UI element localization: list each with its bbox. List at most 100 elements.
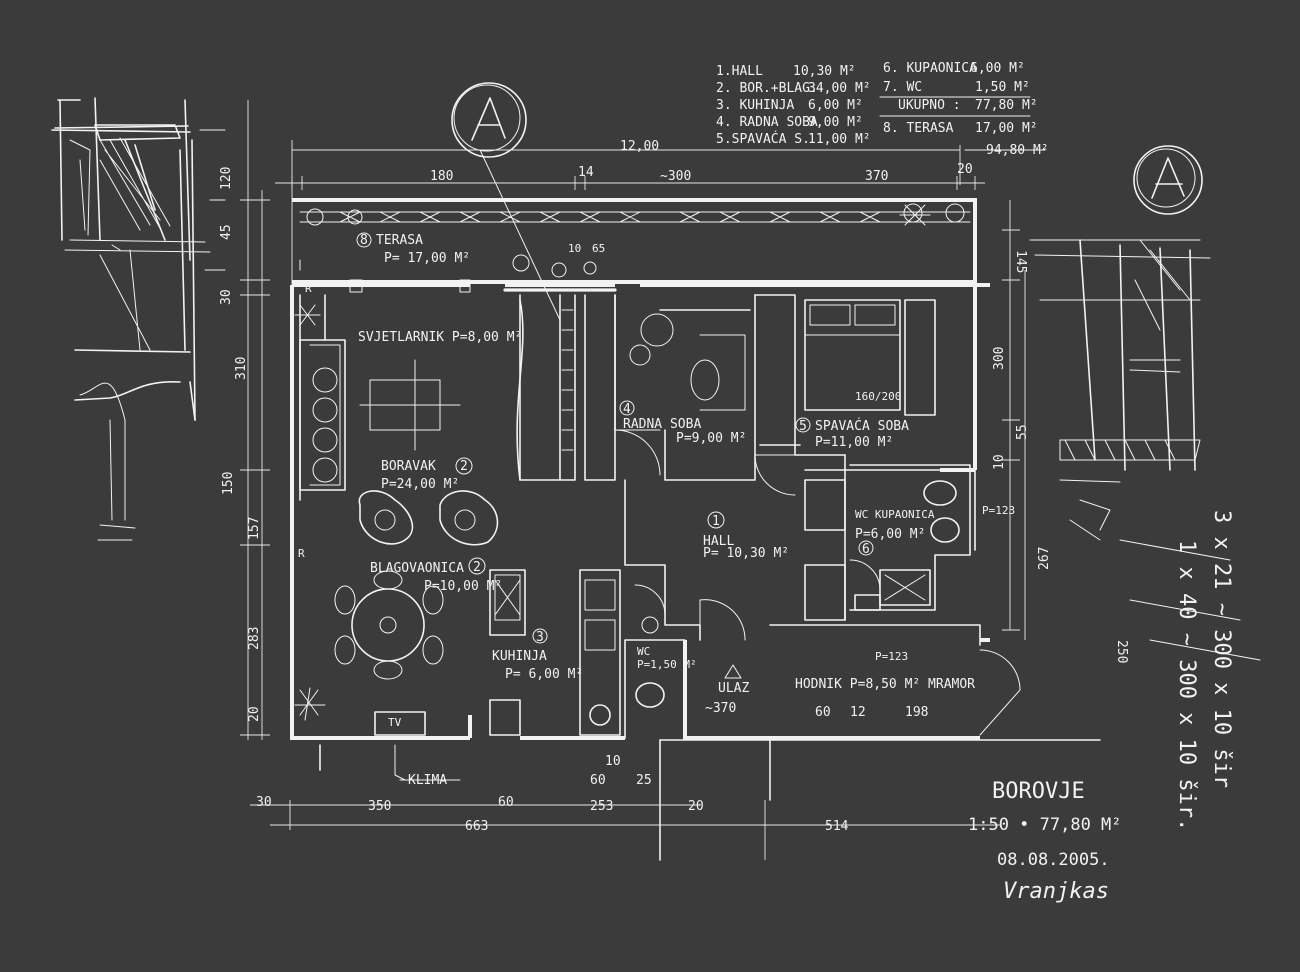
legend-left-column: 1.HALL 10,30 M² 2. BOR.+BLAG. 34,00 M² 3… (716, 64, 871, 147)
bottom-dimensions: KLIMA 350 60 10 60 25 253 20 663 514 30 (250, 744, 1000, 860)
svg-text:3 x 21 ~ 300 x 10 šir: 3 x 21 ~ 300 x 10 šir (1209, 510, 1234, 788)
svg-text:10: 10 (568, 242, 581, 255)
legend-row-label: 5.SPAVAĆA S. (716, 131, 810, 147)
wc-name: WC (637, 645, 650, 658)
svg-text:60: 60 (590, 773, 606, 788)
kupaonica-area: P=6,00 M² (855, 527, 925, 542)
svg-text:350: 350 (368, 799, 391, 814)
spavaca-area: P=11,00 M² (815, 435, 893, 450)
p123-label: P=123 (875, 650, 908, 663)
svg-text:55: 55 (1015, 424, 1030, 440)
svjetlarnik-label: SVJETLARNIK P=8,00 M² (358, 330, 522, 345)
signature: Vranjkas (1003, 879, 1109, 904)
title-block: BOROVJE 1:50 • 77,80 M² 08.08.2005. Vran… (968, 779, 1122, 904)
hall-area: P= 10,30 M² (703, 546, 789, 561)
legend-row-area: 10,30 M² (793, 64, 856, 79)
svg-text:514: 514 (825, 819, 849, 834)
floor-plan-walls (290, 283, 1101, 861)
entrance-arrow-icon (724, 664, 742, 679)
svg-text:45: 45 (219, 224, 234, 240)
svg-text:150: 150 (221, 472, 236, 495)
legend-row-label: UKUPNO : (898, 98, 961, 113)
p123-label: P=123 (982, 504, 1015, 517)
boravak-area: P=24,00 M² (381, 477, 459, 492)
legend-row-area: 6,00 M² (808, 98, 863, 113)
legend-row-label: 4. RADNA SOBA (716, 115, 818, 130)
legend-row-area: 11,00 M² (808, 132, 871, 147)
svg-text:310: 310 (234, 357, 249, 380)
left-section-sketch: 120 45 30 (51, 97, 234, 541)
north-arrow-icon (451, 82, 561, 321)
top-dimensions: 12,00 180 14 ~300 370 20 (275, 139, 985, 300)
project-scale: 1:50 • 77,80 M² (968, 815, 1122, 835)
blagovaonica-area: P=10,00 M² (424, 579, 502, 594)
hall-name: HALL (703, 534, 734, 549)
right-section-sketch (1029, 239, 1261, 661)
bed-icon (804, 299, 901, 411)
svg-text:10: 10 (992, 454, 1007, 470)
blagovaonica-name: BLAGOVAONICA (370, 561, 464, 576)
legend-row-area: 34,00 M² (808, 81, 871, 96)
blagovaonica-num: 2 (473, 560, 481, 575)
svg-text:60: 60 (815, 705, 831, 720)
terasa-num: 8 (360, 233, 368, 248)
furniture: 160/200 (294, 204, 960, 736)
dim-overall-top: 12,00 (620, 139, 659, 154)
spavaca-num: 5 (799, 419, 807, 434)
svg-text:253: 253 (590, 799, 613, 814)
kupaonica-num: 6 (862, 542, 870, 557)
spavaca-name: SPAVAĆA SOBA (815, 418, 909, 434)
r-label: R (305, 282, 312, 295)
side-note: 3 x 21 ~ 300 x 10 šir 1 x 40 ~ 300 x 10 … (1114, 510, 1234, 831)
sofa-icon (299, 339, 346, 491)
project-date: 08.08.2005. (997, 850, 1110, 870)
boravak-name: BORAVAK (381, 459, 436, 474)
svg-text:120: 120 (219, 167, 234, 190)
dim-hodnik: ~370 (705, 701, 736, 716)
project-title: BOROVJE (992, 779, 1085, 804)
r-label: R (298, 547, 305, 560)
svg-text:20: 20 (247, 706, 262, 722)
svg-text:25: 25 (636, 773, 652, 788)
svg-text:10: 10 (605, 754, 621, 769)
area-legend: 1.HALL 10,30 M² 2. BOR.+BLAG. 34,00 M² 3… (716, 61, 1049, 158)
kuhinja-name: KUHINJA (492, 649, 547, 664)
svg-text:198: 198 (905, 705, 928, 720)
legend-row-area: 9,00 M² (808, 115, 863, 130)
svg-text:14: 14 (578, 165, 594, 180)
svg-text:~300: ~300 (660, 169, 691, 184)
room-labels: SVJETLARNIK P=8,00 M² BORAVAK 2 P=24,00 … (298, 282, 1015, 729)
svg-text:157: 157 (247, 517, 262, 540)
legend-row-area: 77,80 M² (975, 98, 1038, 113)
terasa-area: P= 17,00 M² (384, 251, 470, 266)
legend-row-label: 6. KUPAONICA (883, 61, 977, 76)
tv-label: TV (388, 716, 402, 729)
legend-row-label: 8. TERASA (883, 121, 954, 136)
armchair-icon (358, 490, 414, 545)
ulaz-label: ULAZ (718, 681, 749, 696)
radna-area: P=9,00 M² (676, 431, 746, 446)
legend-row-area: 17,00 M² (975, 121, 1038, 136)
legend-row-label: 7. WC (883, 80, 922, 95)
svg-text:1 x 40 ~ 300 x 10 šir.: 1 x 40 ~ 300 x 10 šir. (1174, 540, 1199, 831)
dining-table-icon (334, 570, 444, 680)
hall-num: 1 (712, 514, 720, 529)
legend-right-column: 6. KUPAONICA 6,00 M² 7. WC 1,50 M² UKUPN… (879, 61, 1049, 158)
boravak-num: 2 (460, 459, 468, 474)
north-arrow-icon (1133, 145, 1203, 215)
legend-grand-total: 94,80 M² (986, 143, 1049, 158)
svg-text:180: 180 (430, 169, 453, 184)
radna-name: RADNA SOBA (623, 417, 701, 432)
svg-text:30: 30 (256, 795, 272, 810)
legend-row-area: 6,00 M² (970, 61, 1025, 76)
svg-text:12: 12 (850, 705, 866, 720)
kuhinja-area: P= 6,00 M² (505, 667, 583, 682)
terrace: 8 TERASA P= 17,00 M² 10 65 (292, 198, 977, 293)
hodnik-label: HODNIK P=8,50 M² MRAMOR (795, 677, 975, 692)
svg-text:370: 370 (865, 169, 888, 184)
left-dimensions: 310 150 157 283 20 (221, 100, 270, 740)
legend-row-area: 1,50 M² (975, 80, 1030, 95)
svg-text:65: 65 (592, 242, 605, 255)
svg-text:60: 60 (498, 795, 514, 810)
